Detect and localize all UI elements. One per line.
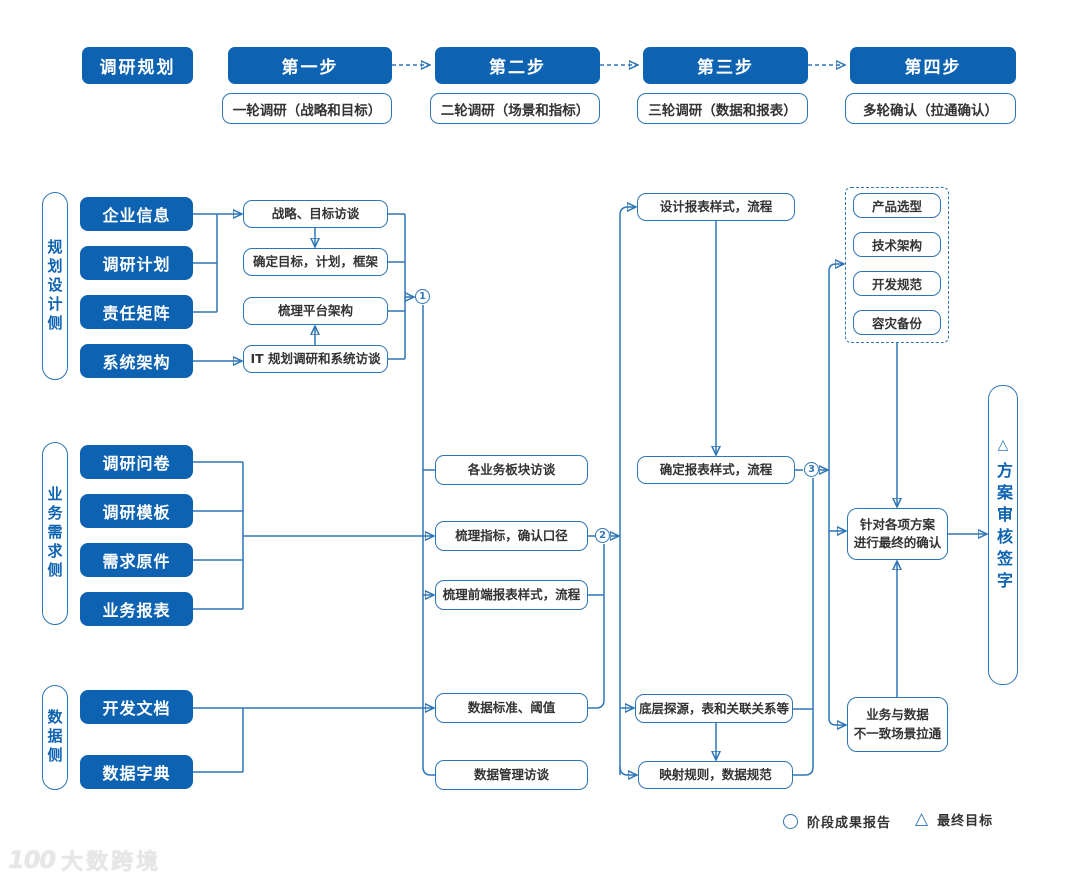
legend-final-goal-label: 最终目标	[937, 814, 994, 829]
box-strategy-goal-interview: 战略、目标访谈	[243, 200, 388, 228]
item-responsibility-matrix: 责任矩阵	[80, 295, 193, 329]
business-data-alignment-line1: 业务与数据	[866, 707, 929, 723]
box-business-module-interview: 各业务板块访谈	[435, 455, 588, 485]
legend-stage-report-label: 阶段成果报告	[807, 816, 892, 831]
legend-stage-report: 阶段成果报告	[783, 812, 891, 831]
box-metrics-caliber: 梳理指标，确认口径	[435, 521, 588, 551]
group-planning-label: 规划设计侧	[42, 192, 68, 380]
brand-watermark-text: 大数跨境	[61, 850, 162, 875]
box-platform-architecture: 梳理平台架构	[243, 297, 388, 325]
box-design-report-style: 设计报表样式，流程	[637, 193, 795, 221]
item-survey-questionnaire: 调研问卷	[80, 445, 193, 479]
box-data-standard-threshold: 数据标准、阈值	[435, 693, 588, 723]
step-4-subtitle: 多轮确认（拉通确认）	[845, 93, 1016, 124]
item-research-plan: 调研计划	[80, 246, 193, 280]
item-survey-template: 调研模板	[80, 494, 193, 528]
step-2-header: 第二步	[435, 47, 600, 84]
legend-final-goal: △ 最终目标	[915, 809, 994, 830]
milestone-1: 1	[415, 289, 430, 304]
group-data-label: 数据侧	[42, 685, 68, 790]
signoff-label: 方案审核签字	[994, 462, 1013, 594]
item-enterprise-info: 企业信息	[80, 197, 193, 231]
box-source-tracing: 底层探源，表和关联关系等	[635, 694, 793, 723]
box-dev-standards: 开发规范	[853, 271, 941, 296]
business-data-alignment-line2: 不一致场景拉通	[853, 725, 942, 741]
box-frontend-report-style: 梳理前端报表样式，流程	[435, 580, 588, 610]
box-disaster-recovery: 容灾备份	[853, 310, 941, 335]
step-1-subtitle: 一轮调研（战略和目标）	[222, 93, 392, 124]
box-signoff: △ 方案审核签字	[988, 385, 1018, 685]
box-final-confirmation: 针对各项方案 进行最终的确认	[847, 508, 948, 560]
box-business-data-alignment: 业务与数据 不一致场景拉通	[847, 697, 948, 752]
box-it-planning-interview: IT 规划调研和系统访谈	[243, 345, 388, 373]
solution-group-frame	[845, 187, 949, 343]
item-dev-docs: 开发文档	[80, 690, 193, 724]
milestone-2: 2	[595, 528, 610, 543]
box-tech-architecture: 技术架构	[853, 232, 941, 257]
step-1-header: 第一步	[228, 47, 392, 84]
final-goal-triangle-icon: △	[997, 437, 1009, 453]
final-confirmation-line2: 进行最终的确认	[853, 535, 942, 550]
step-3-subtitle: 三轮调研（数据和报表）	[637, 93, 808, 124]
final-goal-legend-triangle-icon: △	[915, 809, 929, 829]
box-data-governance-interview: 数据管理访谈	[435, 760, 588, 790]
milestone-3: 3	[804, 462, 819, 477]
item-business-reports: 业务报表	[80, 592, 193, 626]
box-confirm-goal-plan-framework: 确定目标，计划，框架	[243, 248, 388, 276]
group-business-label: 业务需求侧	[42, 442, 68, 625]
item-system-architecture: 系统架构	[80, 344, 193, 378]
step-4-header: 第四步	[850, 47, 1016, 84]
header-plan: 调研规划	[82, 47, 193, 84]
brand-watermark: 100 大数跨境	[8, 844, 161, 876]
box-mapping-rules: 映射规则，数据规范	[638, 761, 793, 789]
item-data-dictionary: 数据字典	[80, 755, 193, 789]
box-product-selection: 产品选型	[853, 193, 941, 218]
step-2-subtitle: 二轮调研（场景和指标）	[430, 93, 600, 124]
box-confirm-report-style: 确定报表样式，流程	[637, 456, 795, 484]
step-3-header: 第三步	[643, 47, 808, 84]
item-requirement-originals: 需求原件	[80, 543, 193, 577]
final-confirmation-line1: 针对各项方案	[859, 516, 935, 532]
stage-report-circle-icon	[783, 814, 798, 829]
brand-100-logo: 100	[8, 846, 56, 874]
